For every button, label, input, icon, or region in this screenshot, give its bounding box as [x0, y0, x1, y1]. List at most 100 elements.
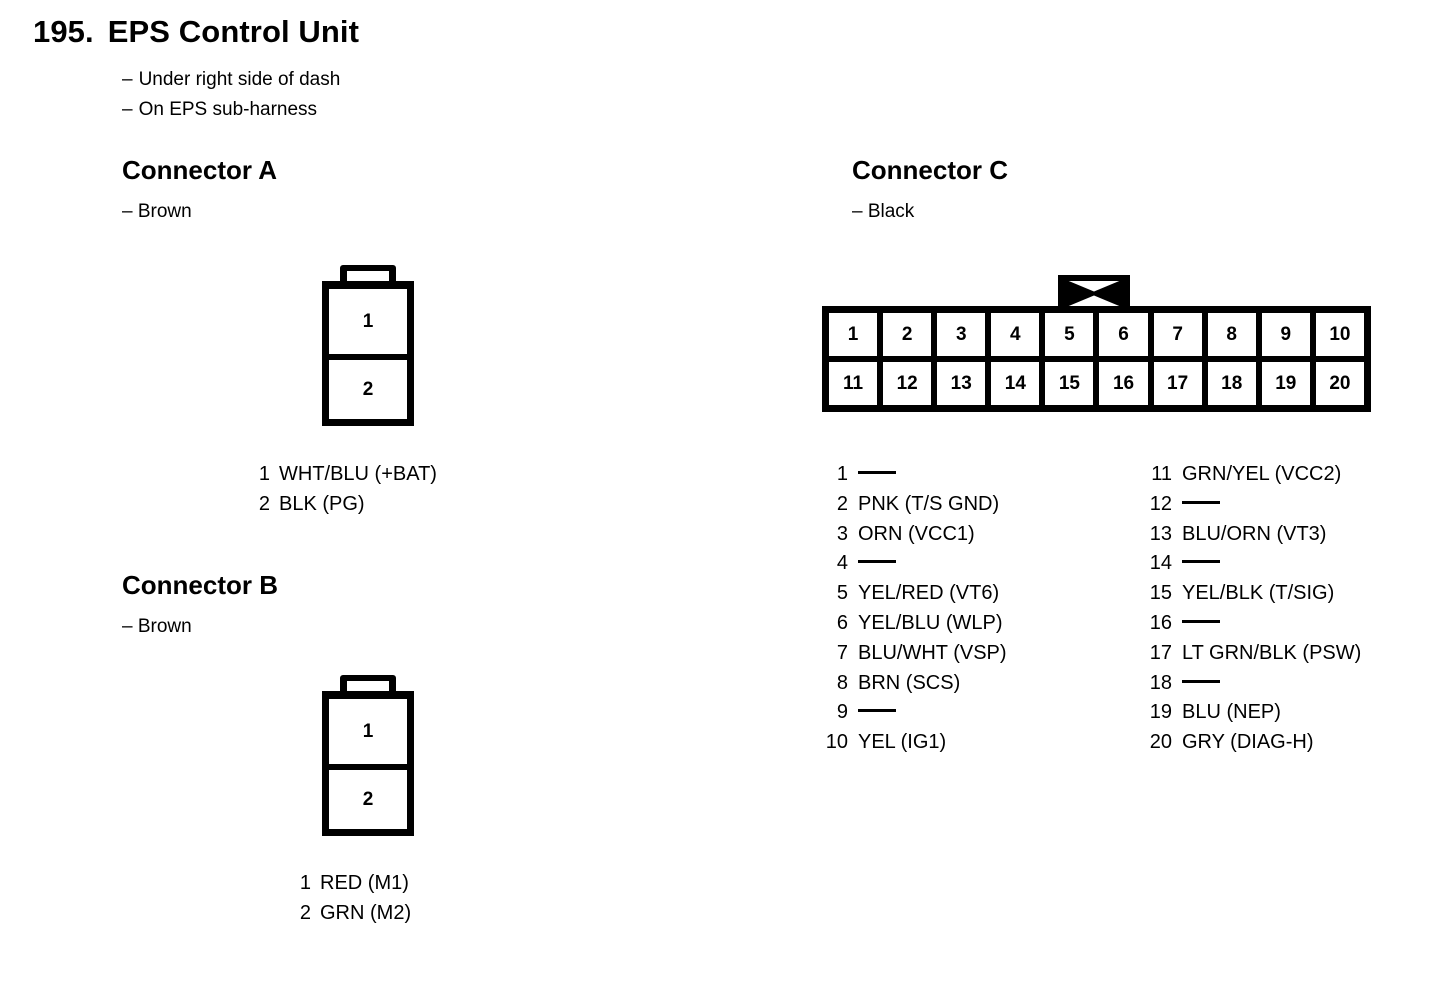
pin-number: 11	[1151, 463, 1172, 485]
location-note-2-text: On EPS sub-harness	[138, 99, 318, 120]
connector-a-pin-legend: 1 WHT/BLU (+BAT) 2 BLK (PG)	[256, 463, 437, 523]
pin-number: 10	[825, 731, 848, 754]
pin-label: BLU (NEP)	[1182, 701, 1281, 724]
pin-number: 15	[1149, 582, 1172, 605]
dash-lead-icon: –	[122, 69, 133, 90]
connector-c-pin-cell: 17	[1147, 362, 1202, 405]
pin-number: 19	[1149, 701, 1172, 724]
pin-number: 3	[836, 522, 848, 545]
connector-c-pin-cell: 13	[931, 362, 985, 405]
pin-row: 6 YEL/BLU (WLP)	[822, 612, 1007, 642]
pin-row: 10 YEL (IG1)	[822, 731, 1007, 761]
connector-c-tab-area	[822, 275, 1371, 306]
pin-number: 1	[836, 463, 848, 485]
connector-b-pin-cell: 1	[362, 720, 374, 742]
pin-label: WHT/BLU (+BAT)	[279, 463, 437, 485]
connector-c-pin-cell: 11	[843, 372, 864, 394]
pin-label: BRN (SCS)	[858, 671, 961, 694]
connector-c-pin-cell: 5	[1039, 313, 1093, 356]
pin-unused-dash-icon	[1182, 679, 1220, 683]
pin-label: YEL/BLU (WLP)	[858, 611, 1003, 634]
connector-c-pin-cell: 9	[1255, 313, 1310, 356]
pin-row: 1 RED (M1)	[297, 872, 411, 902]
connector-c-pin-cell: 7	[1147, 313, 1202, 356]
pin-number: 2	[836, 492, 848, 515]
pin-number: 6	[836, 611, 848, 634]
pin-number: 7	[836, 641, 848, 664]
pin-number: 17	[1149, 641, 1172, 664]
connector-c-pin-cell: 4	[985, 313, 1039, 356]
connector-c-heading: Connector C	[852, 155, 1008, 185]
pin-label: RED (M1)	[320, 872, 409, 894]
connector-c-pin-cell: 8	[1201, 313, 1256, 356]
dash-lead-icon: –	[122, 99, 133, 120]
connector-c-pin-cell: 10	[1309, 313, 1364, 356]
connector-c-row-top: 1 2 3 4 5 6 7 8 9 10	[829, 313, 1364, 356]
connector-c-color: – Black	[852, 201, 915, 222]
pin-row: 17 LT GRN/BLK (PSW)	[1146, 641, 1362, 672]
pin-unused-dash-icon	[1182, 619, 1220, 623]
pin-number: 13	[1149, 522, 1172, 545]
location-note-1: –Under right side of dash	[122, 69, 340, 91]
pin-label: BLU/WHT (VSP)	[858, 641, 1007, 664]
pin-label: GRY (DIAG-H)	[1182, 731, 1314, 754]
connector-c-pin-cell: 19	[1255, 362, 1310, 405]
pin-label: BLU/ORN (VT3)	[1182, 522, 1327, 545]
pin-number: 2	[299, 902, 311, 924]
pin-unused-dash-icon	[858, 471, 896, 474]
pin-unused-dash-icon	[1182, 500, 1220, 504]
pin-number: 16	[1149, 611, 1172, 634]
pin-row: 4	[822, 552, 1007, 582]
connector-c-pin-cell: 14	[985, 362, 1039, 405]
pin-number: 1	[299, 872, 311, 894]
connector-a-latch-tab-icon	[340, 265, 396, 282]
pin-unused-dash-icon	[858, 560, 896, 564]
connector-b-diagram: 1 2	[322, 675, 414, 836]
pin-label: BLK (PG)	[279, 493, 365, 515]
pin-row: 14	[1146, 552, 1361, 582]
pin-row: 16	[1146, 612, 1361, 642]
pin-unused-dash-icon	[1182, 560, 1220, 564]
pin-row: 2 GRN (M2)	[297, 902, 411, 932]
pin-row: 2 BLK (PG)	[256, 493, 437, 523]
connector-a-pin-cell: 1	[362, 310, 374, 332]
connector-a-body: 1 2	[322, 281, 414, 426]
connector-a-diagram: 1 2	[322, 265, 414, 426]
pin-unused-dash-icon	[858, 709, 896, 713]
pin-number: 14	[1149, 552, 1172, 575]
connector-c-pin-cell: 1	[847, 323, 859, 345]
connector-c-diagram: 1 2 3 4 5 6 7 8 9 10 11 12 13 14 15 16 1…	[822, 275, 1371, 412]
connector-b-heading: Connector B	[122, 570, 278, 600]
pin-row: 1	[822, 463, 1007, 493]
connector-c-pin-cell: 15	[1039, 362, 1093, 405]
pin-number: 1	[258, 463, 270, 485]
pin-row: 3 ORN (VCC1)	[822, 523, 1007, 553]
pin-row: 1 WHT/BLU (+BAT)	[256, 463, 437, 493]
connector-b-latch-tab-icon	[340, 675, 396, 692]
connector-c-pin-cell: 12	[877, 362, 931, 405]
connector-c-pin-cell: 6	[1093, 313, 1147, 356]
pin-number: 5	[836, 582, 848, 605]
connector-c-pin-cell: 3	[931, 313, 985, 356]
connector-b-pin-cell: 2	[329, 764, 407, 829]
pin-row: 19 BLU (NEP)	[1146, 701, 1361, 731]
connector-b-body: 1 2	[322, 691, 414, 836]
connector-c-body: 1 2 3 4 5 6 7 8 9 10 11 12 13 14 15 16 1…	[822, 306, 1371, 412]
pin-number: 2	[258, 493, 270, 515]
pin-label: YEL (IG1)	[858, 731, 947, 754]
pin-label: LT GRN/BLK (PSW)	[1182, 641, 1362, 664]
connector-c-row-bottom: 11 12 13 14 15 16 17 18 19 20	[829, 356, 1364, 405]
pin-label: GRN (M2)	[320, 902, 412, 924]
connector-c-pin-cell: 2	[877, 313, 931, 356]
location-note-2: –On EPS sub-harness	[122, 99, 317, 121]
pin-number: 18	[1149, 671, 1172, 694]
pin-label: ORN (VCC1)	[858, 522, 975, 545]
connector-b-color: – Brown	[122, 616, 192, 637]
